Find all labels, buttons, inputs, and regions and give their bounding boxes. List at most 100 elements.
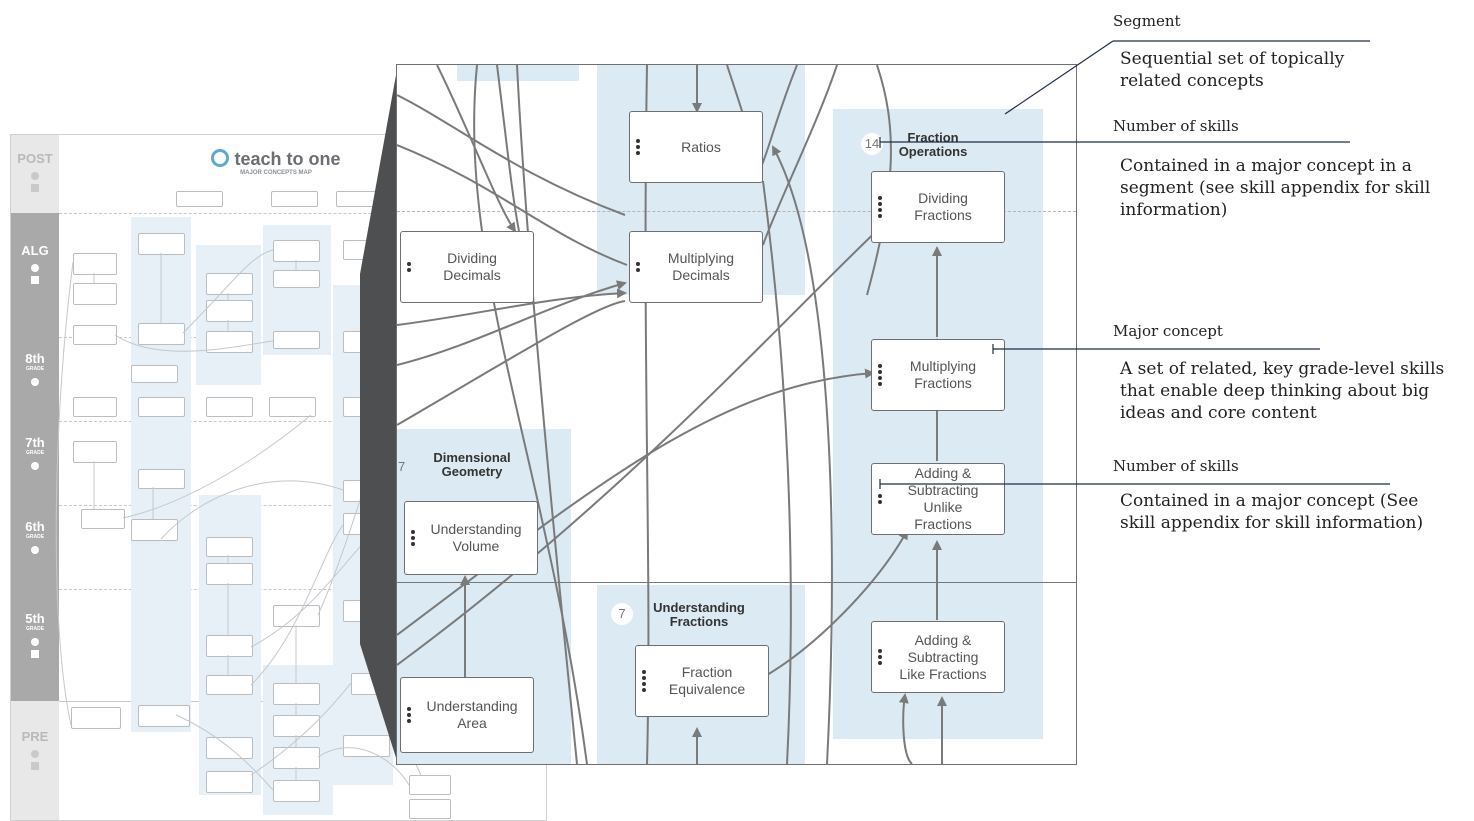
understanding-fractions-title: Understanding Fractions (653, 600, 745, 629)
thumb-concept-box (138, 469, 185, 489)
grade-sublabel: GRADE (25, 366, 45, 372)
annotation-major-concept-desc: A set of related, key grade-level skills… (1120, 359, 1445, 423)
concept-label: Multiplying Decimals (667, 250, 735, 283)
thumb-concept-box (176, 191, 223, 207)
grade-divider (397, 582, 1076, 583)
skills-dots-icon (878, 492, 882, 506)
thumb-concept-box (206, 397, 253, 417)
grade-band-post: POST (11, 135, 59, 213)
grade-badge-icon (31, 762, 39, 770)
concept-dividing-decimals[interactable]: Dividing Decimals (400, 231, 534, 303)
zoomed-map-panel: Ratios Dividing Decimals Multiplying Dec… (396, 64, 1077, 765)
logo: teach to one (206, 149, 346, 170)
grade-icon (31, 638, 39, 646)
grade-band-pre: PRE (11, 701, 59, 820)
thumb-concept-box (73, 325, 117, 345)
grade-icon (31, 378, 39, 386)
thumb-concept-box (271, 191, 318, 207)
grade-column: POST ALG 8th GRADE 7th GRADE 6th GRADE 5… (11, 135, 59, 820)
concept-fraction-equivalence[interactable]: Fraction Equivalence (635, 645, 769, 717)
concept-label: Adding & Subtracting Like Fractions (899, 631, 987, 682)
grade-divider-dashed (397, 211, 1076, 212)
thumb-concept-box (131, 365, 178, 383)
grade-icon (31, 172, 39, 180)
thumb-concept-box (73, 253, 117, 275)
skills-dots-icon (878, 362, 882, 388)
thumb-concept-box (138, 705, 190, 727)
thumb-concept-box (73, 397, 117, 417)
annotation-skills-desc: Contained in a major concept in a segmen… (1120, 156, 1431, 220)
thumb-concept-box (206, 331, 253, 353)
logo-ring-icon (211, 149, 230, 167)
grade-label: 8th (25, 351, 45, 366)
skills-dots-icon (411, 528, 415, 548)
concept-understanding-area[interactable]: Understanding Area (400, 677, 534, 753)
concept-ratios[interactable]: Ratios (629, 111, 763, 183)
grade-label: PRE (21, 729, 49, 744)
grade-sublabel: GRADE (25, 450, 45, 456)
dimensional-geometry-title: Dimensional Geometry (433, 450, 511, 479)
annotation-segment-title: Segment (1113, 12, 1181, 30)
thumb-concept-box (131, 519, 178, 541)
grade-label: ALG (21, 243, 49, 258)
grade-sublabel: GRADE (25, 626, 45, 632)
dimensional-geometry-skill-count: 7 (398, 459, 406, 474)
annotation-segment-desc: Sequential set of topically related conc… (1120, 49, 1345, 91)
thumb-concept-box (138, 397, 185, 417)
thumbnail-header: teach to one MAJOR CONCEPTS MAP (206, 149, 346, 176)
concept-label: Fraction Equivalence (668, 664, 746, 697)
grade-label: POST (17, 151, 53, 166)
skills-dots-icon (636, 260, 640, 274)
thumb-concept-box (206, 563, 253, 585)
concept-label: Understanding Area (426, 698, 518, 731)
thumb-concept-box (343, 735, 390, 757)
grade-band-alg: ALG (11, 213, 59, 337)
skills-dots-icon (642, 668, 646, 694)
grade-badge-icon (31, 276, 39, 284)
concept-multiplying-decimals[interactable]: Multiplying Decimals (629, 231, 763, 303)
annotation-skills-desc-2: Contained in a major concept (See skill … (1120, 491, 1424, 533)
concept-label: Understanding Volume (430, 521, 522, 554)
grade-badge-icon (31, 650, 39, 658)
annotation-major-concept-title: Major concept (1113, 322, 1223, 340)
grade-band-8th: 8th GRADE (11, 337, 59, 421)
concept-dividing-fractions[interactable]: Dividing Fractions (871, 171, 1005, 243)
concept-label: Dividing Fractions (914, 190, 972, 223)
zoom-wedge (360, 64, 398, 764)
thumb-concept-box (273, 780, 320, 802)
grade-band-6th: 6th GRADE (11, 505, 59, 589)
grade-icon (31, 264, 39, 272)
thumb-concept-box (73, 283, 117, 305)
grade-band-7th: 7th GRADE (11, 421, 59, 505)
grade-icon (31, 750, 39, 758)
connector-arrows (397, 65, 947, 764)
grade-sublabel: GRADE (25, 534, 45, 540)
skills-dots-icon (636, 137, 640, 157)
thumb-concept-box (71, 707, 121, 729)
annotation-skills-title-2: Number of skills (1113, 457, 1239, 475)
concept-adding-subtracting-unlike[interactable]: Adding & Subtracting Unlike Fractions (871, 463, 1005, 535)
grade-label: 5th (25, 611, 45, 626)
concept-multiplying-fractions[interactable]: Multiplying Fractions (871, 339, 1005, 411)
grade-badge-icon (31, 184, 39, 192)
map-subtitle: MAJOR CONCEPTS MAP (240, 170, 312, 176)
grade-icon (31, 546, 39, 554)
thumb-concept-box (73, 441, 117, 463)
skills-dots-icon (407, 705, 411, 725)
grade-label: 7th (25, 435, 45, 450)
concept-label: Multiplying Fractions (909, 358, 977, 391)
thumb-concept-box (206, 300, 253, 322)
concept-label: Ratios (681, 138, 721, 155)
concept-understanding-volume[interactable]: Understanding Volume (404, 501, 538, 575)
thumb-concept-box (273, 331, 320, 349)
skills-dots-icon (878, 647, 882, 667)
fraction-operations-skill-count: 14 (861, 133, 883, 155)
grade-icon (31, 462, 39, 470)
concept-label: Dividing Decimals (443, 250, 501, 283)
thumb-concept-box (206, 675, 253, 695)
thumb-concept-box (269, 397, 316, 417)
thumb-concept-box (206, 537, 253, 557)
grade-band-5th: 5th GRADE (11, 589, 59, 701)
concept-adding-subtracting-like[interactable]: Adding & Subtracting Like Fractions (871, 621, 1005, 693)
